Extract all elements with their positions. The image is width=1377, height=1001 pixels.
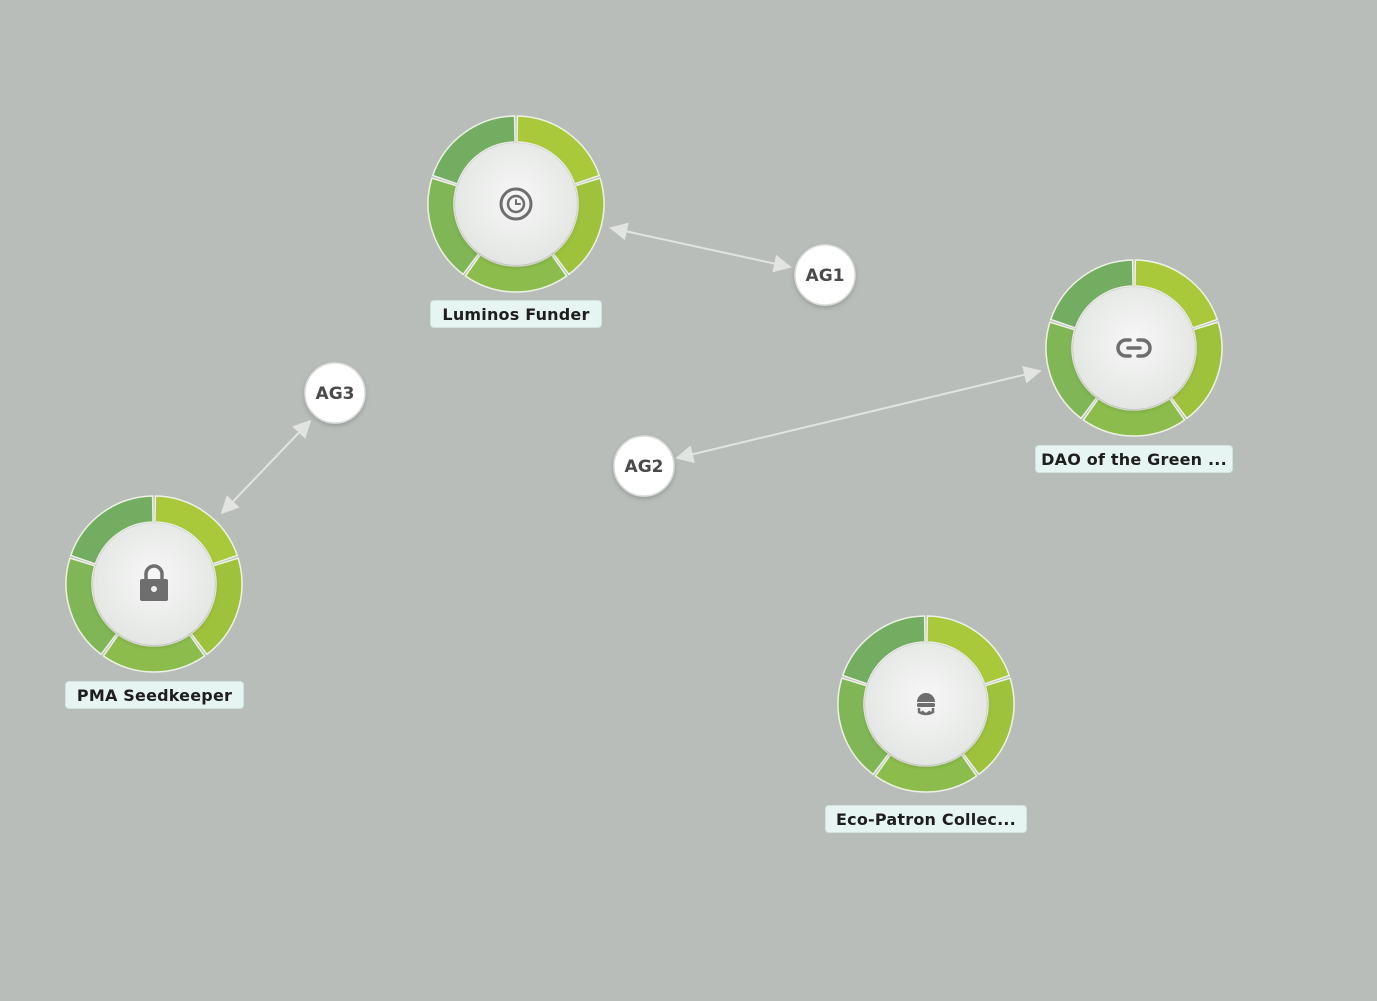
ring-segment <box>516 115 601 185</box>
link-icon <box>1116 338 1152 358</box>
node-luminos[interactable] <box>427 115 605 293</box>
ring-segment <box>102 633 206 673</box>
donut-ring <box>65 495 243 673</box>
ring-segment <box>837 677 890 776</box>
ring-segment <box>464 253 568 293</box>
agent-label: AG3 <box>316 384 355 404</box>
agent-label: AG1 <box>806 266 845 286</box>
donut-ring <box>1045 259 1223 437</box>
ring-segment <box>1045 321 1098 420</box>
agent-node-ag3[interactable]: AG3 <box>304 362 366 424</box>
ring-segment <box>552 177 605 276</box>
node-label-pma[interactable]: PMA Seedkeeper <box>65 681 244 709</box>
ring-segment <box>1049 259 1134 329</box>
ring-segment <box>427 177 480 276</box>
ring-segment <box>1170 321 1223 420</box>
ring-segment <box>1134 259 1219 329</box>
node-label-eco[interactable]: Eco-Patron Collec... <box>825 805 1027 833</box>
edge-luminos-ag1 <box>609 222 792 273</box>
lock-icon <box>140 564 168 601</box>
ring-segment <box>962 677 1015 776</box>
node-eco[interactable] <box>837 615 1015 793</box>
ring-segment <box>841 615 926 685</box>
target-clock-icon <box>499 187 533 221</box>
node-label-luminos[interactable]: Luminos Funder <box>430 300 602 328</box>
node-dao[interactable] <box>1045 259 1223 437</box>
donut-ring <box>427 115 605 293</box>
ring-segment <box>874 753 978 793</box>
agent-label: AG2 <box>625 457 664 477</box>
robber-mask-icon <box>917 693 935 716</box>
ring-segment <box>154 495 239 565</box>
ring-segment <box>926 615 1011 685</box>
edge-pma-ag3 <box>220 419 312 515</box>
ring-segment <box>431 115 516 185</box>
ring-segment <box>1082 397 1186 437</box>
edge-dao-ag2 <box>675 366 1042 463</box>
node-pma[interactable] <box>65 495 243 673</box>
ring-segment <box>190 557 243 656</box>
agent-node-ag1[interactable]: AG1 <box>794 244 856 306</box>
ring-segment <box>69 495 154 565</box>
agent-node-ag2[interactable]: AG2 <box>613 435 675 497</box>
donut-ring <box>837 615 1015 793</box>
ring-segment <box>65 557 118 656</box>
node-label-dao[interactable]: DAO of the Green ... <box>1035 445 1233 473</box>
